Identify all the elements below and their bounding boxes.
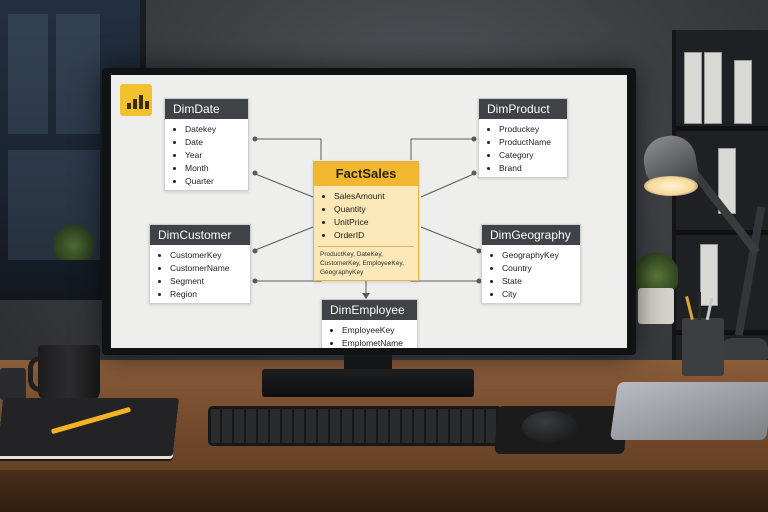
field-item: ProductName [499,136,567,149]
monitor-stand-neck [344,355,392,373]
relationship-line [253,138,322,160]
dim-product-table[interactable]: DimProduct Produckey ProductName Categor… [478,98,568,178]
shelf-board [676,126,768,131]
table-title: DimEmployee [322,300,417,320]
phone [0,368,26,400]
field-item: UnitPrice [334,216,418,229]
field-list: Produckey ProductName Category Brand [479,119,567,177]
field-item: State [502,275,580,288]
relationship-endpoint [471,136,477,142]
field-item: EmployeeKey [342,324,417,337]
relationship-endpoint [252,248,258,254]
monitor-screen: DimDate Datekey Date Year Month Quarter … [111,75,627,348]
field-item: Datekey [185,123,248,136]
field-item: Year [185,149,248,162]
dim-geography-table[interactable]: DimGeography GeographyKey Country State … [481,224,581,304]
relationship-line [410,271,481,282]
field-item: Quantity [334,203,418,216]
field-item: Produckey [499,123,567,136]
relationship-endpoint [252,278,258,284]
binder [704,52,722,124]
relationship-endpoint [476,248,482,254]
field-item: Month [185,162,248,175]
field-item: Brand [499,162,567,175]
table-title: DimDate [165,99,248,119]
table-title: FactSales [314,162,418,186]
binder [700,244,718,306]
relationship-endpoint [471,170,477,176]
field-item: OrderID [334,229,418,242]
keyboard[interactable] [208,406,502,446]
binder [734,60,752,124]
shelf-plant [634,252,678,292]
relationship-endpoint [252,136,258,142]
field-list: CustomerKey CustomerName Segment Region [150,245,250,303]
field-item: Region [170,288,250,301]
bookshelf [672,30,768,360]
window-pane [8,14,48,134]
dim-employee-table[interactable]: DimEmployee EmployeeKey EmplometName [321,299,418,348]
relationship-lines [252,136,482,299]
field-item: Country [502,262,580,275]
shelf-board [676,230,768,235]
coffee-mug [38,345,100,401]
relationship-endpoint [476,278,482,284]
field-item: Segment [170,275,250,288]
lamp-base [722,338,768,360]
field-list: SalesAmount Quantity UnitPrice OrderID [314,186,418,244]
field-item: GeographyKey [502,249,580,262]
field-item: Date [185,136,248,149]
field-list: GeographyKey Country State City [482,245,580,303]
relationship-line [410,138,476,160]
field-list: EmployeeKey EmplometName [322,320,417,348]
bar-chart-icon [120,84,152,116]
fact-sales-table[interactable]: FactSales SalesAmount Quantity UnitPrice… [313,161,419,281]
field-item: CustomerKey [170,249,250,262]
monitor-stand-base [262,369,474,397]
relationship-line [420,172,477,198]
pen [698,292,701,320]
field-item: City [502,288,580,301]
relationship-endpoint [252,170,258,176]
relationship-arrowhead [362,293,370,299]
field-list: Datekey Date Year Month Quarter [165,119,248,190]
field-item: SalesAmount [334,190,418,203]
relationship-line [252,172,314,198]
field-item: Category [499,149,567,162]
table-title: DimCustomer [150,225,250,245]
window-pane [56,14,100,134]
pen-holder [682,292,724,376]
dim-customer-table[interactable]: DimCustomer CustomerKey CustomerName Seg… [149,224,251,304]
plant-pot [638,288,674,324]
foreign-keys-note: ProductKey, DateKey, CustomerKey, Employ… [318,246,414,280]
laptop [609,382,768,440]
relationship-line [253,271,322,282]
field-item: CustomerName [170,262,250,275]
desk-edge [0,470,768,512]
monitor: DimDate Datekey Date Year Month Quarter … [102,68,636,355]
window-plant [54,224,94,260]
table-title: DimGeography [482,225,580,245]
field-item: Quarter [185,175,248,188]
relationship-line [420,226,482,252]
field-item: EmplometName [342,337,417,348]
notebook [0,398,180,456]
relationship-line [252,226,314,252]
binder [684,52,702,124]
lamp-light [644,176,698,196]
table-title: DimProduct [479,99,567,119]
mouse[interactable] [522,411,578,443]
dim-date-table[interactable]: DimDate Datekey Date Year Month Quarter [164,98,249,191]
